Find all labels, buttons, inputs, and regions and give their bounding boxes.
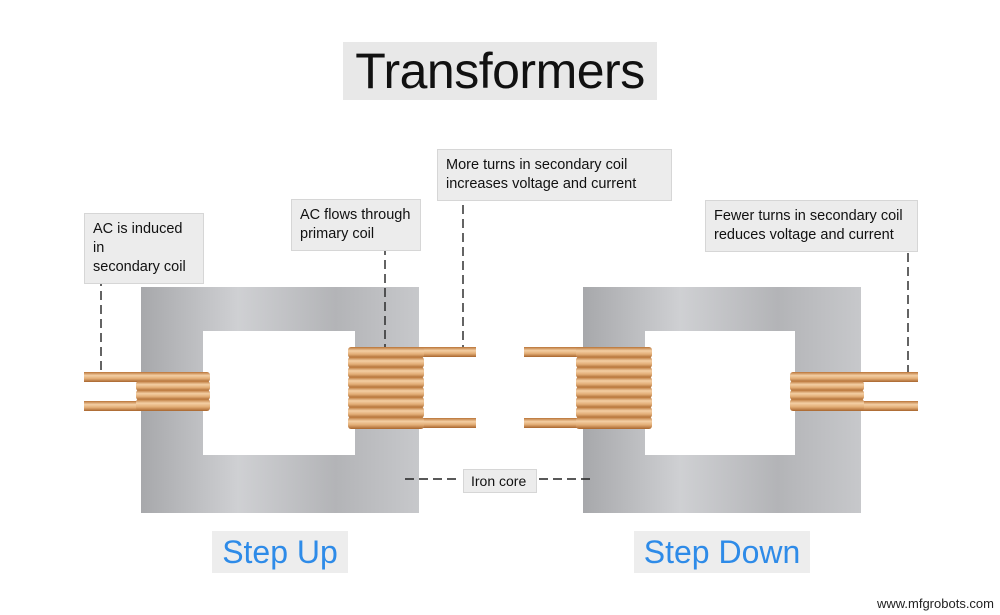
step-up-transformer: [84, 287, 476, 513]
step-up-primary-coil: [348, 347, 424, 429]
step-down-transformer: [524, 287, 918, 513]
callout-more-turns: More turns in secondary coil increases v…: [437, 149, 672, 201]
step-up-primary-lead-bottom: [420, 418, 476, 428]
step-down-secondary-coil: [790, 372, 864, 411]
step-up-secondary-coil: [136, 372, 210, 411]
step-up-primary-lead-top: [420, 347, 476, 357]
step-up-secondary-lead-top: [84, 372, 146, 382]
step-down-iron-core: [583, 287, 861, 513]
callout-ac-flows: AC flows through primary coil: [291, 199, 421, 251]
step-down-label: Step Down: [634, 531, 810, 573]
step-down-primary-lead-bottom: [524, 418, 584, 428]
page-title: Transformers: [343, 42, 657, 100]
callout-fewer-turns: Fewer turns in secondary coil reduces vo…: [705, 200, 918, 252]
step-down-primary-coil: [576, 347, 652, 429]
watermark: www.mfgrobots.com: [876, 596, 994, 611]
step-down-secondary-lead-top: [858, 372, 918, 382]
callout-ac-induced: AC is induced in secondary coil: [84, 213, 204, 284]
step-down-secondary-lead-bottom: [858, 401, 918, 411]
step-up-iron-core: [141, 287, 419, 513]
step-up-label: Step Up: [212, 531, 348, 573]
step-down-primary-lead-top: [524, 347, 584, 357]
step-up-secondary-lead-bottom: [84, 401, 146, 411]
callout-iron-core: Iron core: [463, 469, 537, 493]
